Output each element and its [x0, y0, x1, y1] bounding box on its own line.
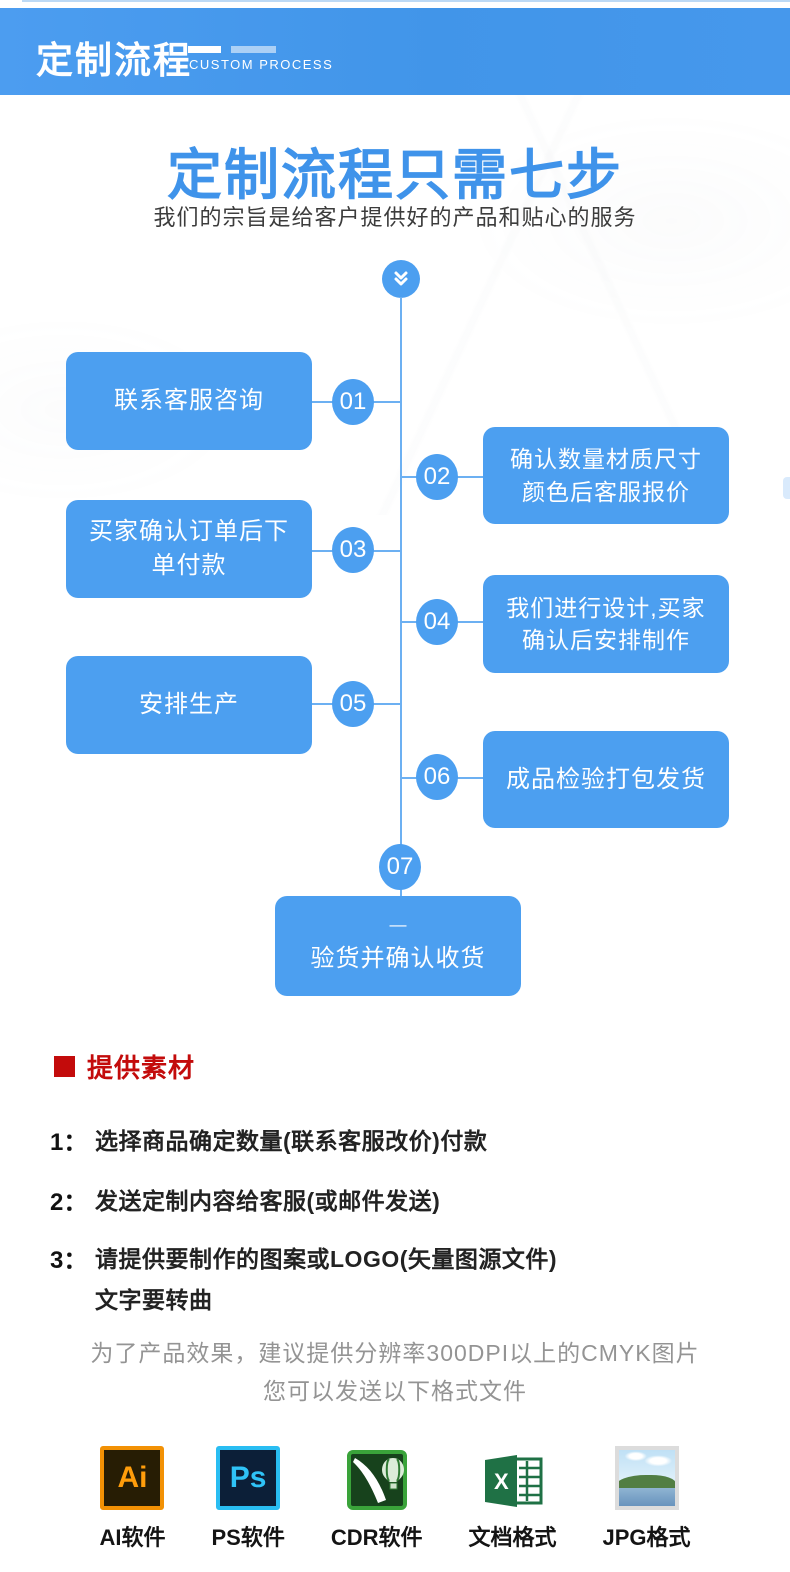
flow-step-number-3: 03 — [332, 527, 374, 573]
page-title: 定制流程只需七步 — [166, 144, 623, 206]
jpg-hill — [618, 1474, 675, 1490]
flow-step-number-5: 05 — [332, 681, 374, 727]
photoshop-icon: Ps — [216, 1446, 281, 1510]
chevron-down-icon — [382, 260, 420, 298]
flow-step-text: 成品检验打包发货 — [506, 765, 706, 793]
flow-step-text: 我们进行设计,买家 — [506, 594, 706, 621]
format-ai: Ai AI软件 — [99, 1446, 165, 1552]
page-subtitle: 我们的宗旨是给客户提供好的产品和贴心的服务 — [153, 205, 637, 230]
flow-step-dash: — — [389, 915, 407, 935]
flow-step-box-5: 安排生产 — [66, 656, 312, 754]
format-label: CDR软件 — [330, 1525, 423, 1550]
flow-step-text: 颜色后客服报价 — [522, 478, 690, 505]
item-text: 发送定制内容给客服(或邮件发送) — [95, 1188, 441, 1214]
jpg-water — [618, 1488, 675, 1506]
materials-item-1: 1： 选择商品确定数量(联系客服改价)付款 — [50, 1122, 487, 1157]
banner-title: 定制流程 — [36, 40, 192, 81]
item-text: 请提供要制作的图案或LOGO(矢量图源文件) — [95, 1246, 558, 1272]
flow-spine-line — [400, 297, 402, 896]
flow-step-text: 安排生产 — [139, 691, 239, 719]
format-jpg: JPG格式 — [603, 1446, 691, 1552]
flow-step-number-2: 02 — [416, 454, 458, 500]
item-number: 3： — [50, 1247, 88, 1274]
flow-step-number-4: 04 — [416, 599, 458, 645]
flow-step-box-4: 我们进行设计,买家 确认后安排制作 — [483, 575, 729, 673]
flow-step-box-3: 买家确认订单后下 单付款 — [66, 500, 312, 598]
flow-step-box-1: 联系客服咨询 — [66, 352, 312, 450]
file-format-row: Ai AI软件 Ps PS软件 CDR软件 X 文档格式 — [0, 1446, 790, 1552]
coreldraw-icon — [346, 1450, 407, 1510]
format-note-line1: 为了产品效果，建议提供分辨率300DPI以上的CMYK图片 — [90, 1340, 700, 1366]
format-label: 文档格式 — [468, 1525, 557, 1550]
flow-step-box-6: 成品检验打包发货 — [483, 731, 729, 828]
format-doc: X 文档格式 — [469, 1452, 557, 1552]
top-divider — [22, 0, 790, 2]
red-square-bullet-icon — [54, 1056, 75, 1077]
flow-step-text: 单付款 — [151, 552, 227, 579]
format-label: AI软件 — [99, 1525, 166, 1550]
flow-step-text: 确认数量材质尺寸 — [510, 446, 702, 473]
flow-step-number-6: 06 — [416, 754, 458, 800]
jpg-image-icon — [614, 1446, 679, 1510]
materials-item-2: 2： 发送定制内容给客服(或邮件发送) — [50, 1182, 440, 1217]
svg-text:X: X — [494, 1469, 509, 1494]
flow-step-number-7: 07 — [379, 844, 421, 890]
banner-dash-decoration-light — [231, 46, 276, 53]
flow-step-box-7: — 验货并确认收货 — [275, 896, 521, 996]
materials-item-3-line2: 文字要转曲 — [95, 1287, 213, 1313]
illustrator-icon: Ai — [100, 1446, 165, 1510]
item-number: 1： — [50, 1129, 88, 1156]
flow-step-text: 买家确认订单后下 — [89, 518, 289, 546]
materials-item-3: 3： 请提供要制作的图案或LOGO(矢量图源文件) — [50, 1240, 557, 1275]
banner-subtitle: CUSTOM PROCESS — [189, 57, 334, 72]
format-label: PS软件 — [211, 1525, 285, 1550]
excel-document-icon: X — [484, 1455, 542, 1507]
flow-step-text: 验货并确认收货 — [310, 945, 486, 973]
format-label: JPG格式 — [602, 1525, 691, 1550]
format-ps: Ps PS软件 — [211, 1446, 285, 1552]
format-cdr: CDR软件 — [331, 1450, 423, 1552]
materials-heading: 提供素材 — [54, 1048, 195, 1085]
format-note-line2: 您可以发送以下格式文件 — [263, 1378, 527, 1404]
section-banner: 定制流程 CUSTOM PROCESS — [0, 8, 790, 95]
flow-step-text: 联系客服咨询 — [114, 387, 264, 415]
banner-dash-decoration — [188, 46, 221, 53]
item-number: 2： — [50, 1189, 88, 1216]
flow-step-text: 确认后安排制作 — [522, 627, 690, 653]
item-text: 选择商品确定数量(联系客服改价)付款 — [95, 1128, 488, 1154]
flow-step-box-2: 确认数量材质尺寸 颜色后客服报价 — [483, 427, 729, 524]
flow-step-number-1: 01 — [332, 379, 374, 425]
right-edge-widget-fragment — [783, 477, 790, 499]
materials-heading-label: 提供素材 — [87, 1053, 196, 1083]
